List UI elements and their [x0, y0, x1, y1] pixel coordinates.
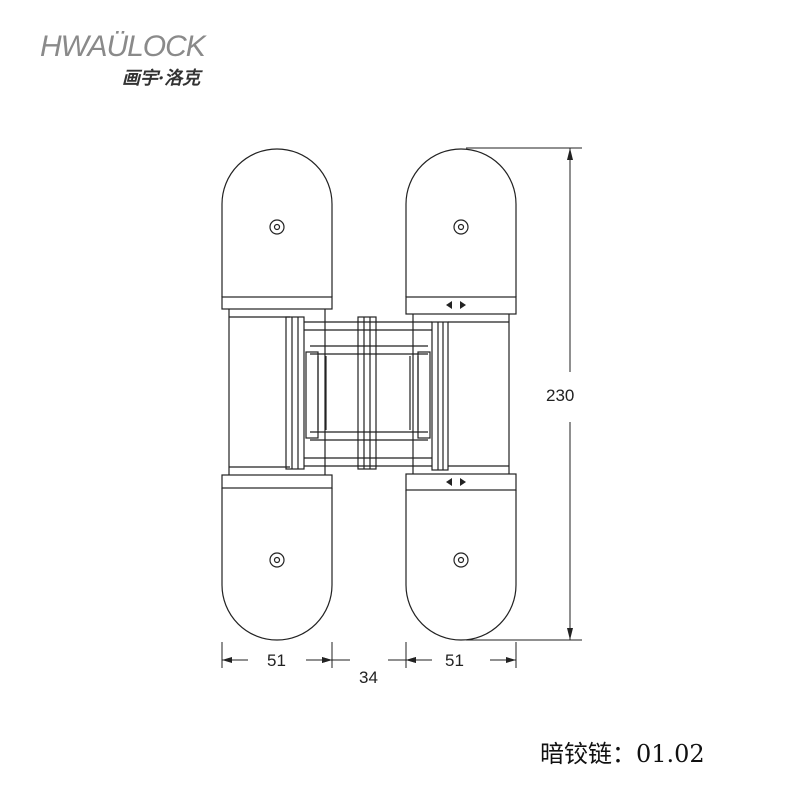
arm-right-outer: [431, 321, 449, 471]
dim-gap: 34: [359, 668, 378, 687]
adjust-arrow-bottom: [446, 478, 466, 486]
screw-left-bottom: [269, 552, 285, 568]
right-leaf-bottom: [405, 490, 517, 641]
left-leaf-top: [221, 148, 333, 297]
dim-leaf-right: 51: [445, 651, 464, 670]
dim-leaf-left: 51: [267, 651, 286, 670]
arm-left-outer: [285, 316, 305, 470]
center-pivot: [357, 316, 377, 470]
left-bottom-band: [221, 474, 333, 489]
dim-height: 230: [546, 386, 574, 405]
right-bottom-band: [405, 473, 517, 491]
arm-left-inner: [305, 351, 319, 439]
left-top-band: [221, 296, 333, 310]
screw-left-top: [269, 219, 285, 235]
screw-right-top: [453, 219, 469, 235]
left-leaf-bottom: [221, 488, 333, 641]
arm-right-inner: [417, 351, 431, 439]
brand-name: HWAÜLOCK: [40, 30, 206, 63]
brand-subtitle: 画宇·洛克: [122, 68, 201, 89]
right-leaf-top: [405, 148, 517, 297]
adjust-arrow-top: [446, 301, 466, 309]
right-top-band: [405, 296, 517, 315]
screw-right-bottom: [453, 552, 469, 568]
brand-logo: HWAÜLOCK 画宇·洛克: [40, 30, 240, 90]
model-caption: 暗铰链：01.02: [540, 740, 705, 768]
